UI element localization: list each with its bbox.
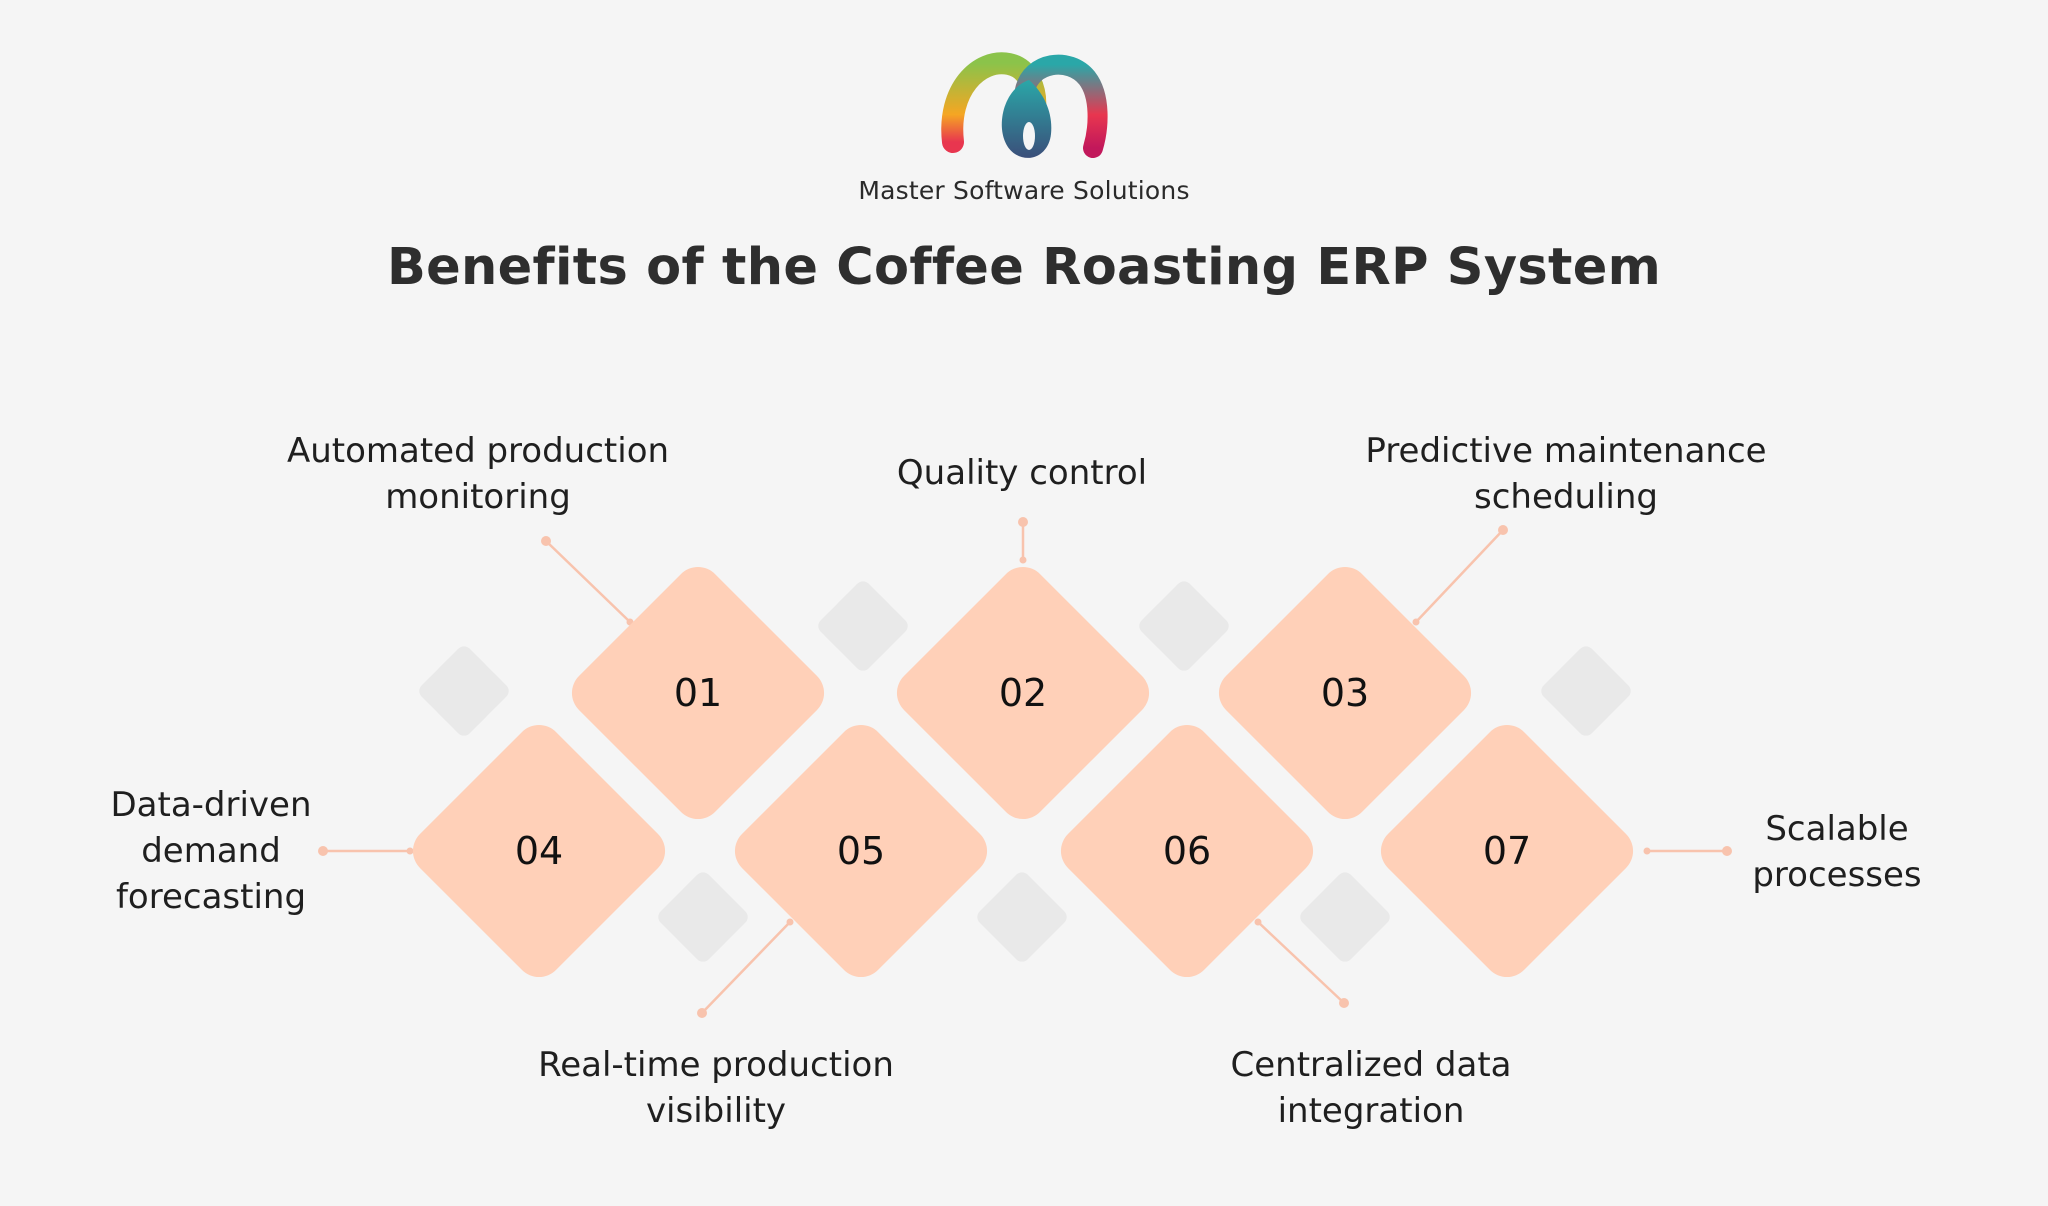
connector-dot xyxy=(1722,846,1732,856)
benefit-label-01: Automated production monitoring xyxy=(218,428,738,520)
benefit-tile-02 xyxy=(896,566,1150,820)
benefit-tile-06 xyxy=(1060,724,1314,978)
connector-dot xyxy=(1643,847,1651,855)
connector-dot xyxy=(318,846,328,856)
benefit-label-line: visibility xyxy=(645,1091,787,1131)
company-name: Master Software Solutions xyxy=(858,176,1190,205)
decorative-ghost-tile xyxy=(658,872,748,962)
benefit-label-line: scheduling xyxy=(1473,477,1659,517)
benefit-label-line: Automated production xyxy=(286,431,670,471)
connector-line-05 xyxy=(701,921,791,1014)
benefit-label-line: processes xyxy=(1752,855,1922,895)
benefit-tile-03 xyxy=(1218,566,1472,820)
connector-dot xyxy=(786,918,794,926)
benefit-number-07: 07 xyxy=(1482,829,1532,873)
connector-line-06 xyxy=(1257,921,1345,1004)
benefit-label-line: Real-time production xyxy=(538,1045,894,1085)
connector-dot xyxy=(697,1008,707,1018)
connector-line-01 xyxy=(545,540,631,623)
benefit-label-line: Centralized data xyxy=(1230,1045,1512,1085)
benefit-label-04: Data-driven demand forecasting xyxy=(0,782,471,920)
benefit-label-line: monitoring xyxy=(385,477,571,517)
benefit-number-04: 04 xyxy=(514,829,564,873)
connector-dot xyxy=(1412,618,1420,626)
benefit-label-line: integration xyxy=(1277,1091,1465,1131)
benefit-number-05: 05 xyxy=(836,829,886,873)
connector-dot xyxy=(1254,918,1262,926)
benefit-label-06: Centralized data integration xyxy=(1111,1042,1631,1134)
benefit-label-line: demand xyxy=(141,831,281,871)
benefit-label-line: forecasting xyxy=(115,877,307,917)
benefit-tile-04 xyxy=(412,724,666,978)
benefit-label-line: Scalable xyxy=(1765,809,1909,849)
decorative-ghost-tile xyxy=(1541,646,1631,736)
connector-line-03 xyxy=(1415,529,1504,623)
connector-dot xyxy=(1019,556,1027,564)
benefit-number-03: 03 xyxy=(1320,671,1370,715)
benefit-label-05: Real-time production visibility xyxy=(456,1042,976,1134)
benefit-tile-01 xyxy=(571,566,825,820)
benefit-label-02: Quality control xyxy=(762,450,1282,496)
connector-dot xyxy=(406,847,414,855)
benefit-label-line: Data-driven xyxy=(110,785,312,825)
connector-dot xyxy=(1339,998,1349,1008)
benefit-tile-05 xyxy=(734,724,988,978)
connector-dot xyxy=(1498,525,1508,535)
benefit-tile-07 xyxy=(1380,724,1634,978)
decorative-ghost-tile xyxy=(977,872,1067,962)
connector-dot xyxy=(1018,517,1028,527)
benefit-label-03: Predictive maintenance scheduling xyxy=(1306,428,1826,520)
decorative-ghost-tile xyxy=(419,646,509,736)
decorative-ghost-tile xyxy=(1300,872,1390,962)
decorative-ghost-tile xyxy=(1139,581,1229,671)
benefit-number-06: 06 xyxy=(1162,829,1212,873)
connector-dot xyxy=(541,536,551,546)
loop-m-logo xyxy=(941,52,1108,158)
benefit-label-line: Quality control xyxy=(896,453,1148,493)
brand-header: Master Software Solutions xyxy=(0,50,2048,205)
benefit-number-02: 02 xyxy=(998,671,1048,715)
benefit-label-07: Scalable processes xyxy=(1577,806,2048,898)
benefit-label-line: Predictive maintenance xyxy=(1365,431,1767,471)
page-title: Benefits of the Coffee Roasting ERP Syst… xyxy=(386,238,1662,297)
benefit-number-01: 01 xyxy=(673,671,723,715)
decorative-ghost-tile xyxy=(818,581,908,671)
